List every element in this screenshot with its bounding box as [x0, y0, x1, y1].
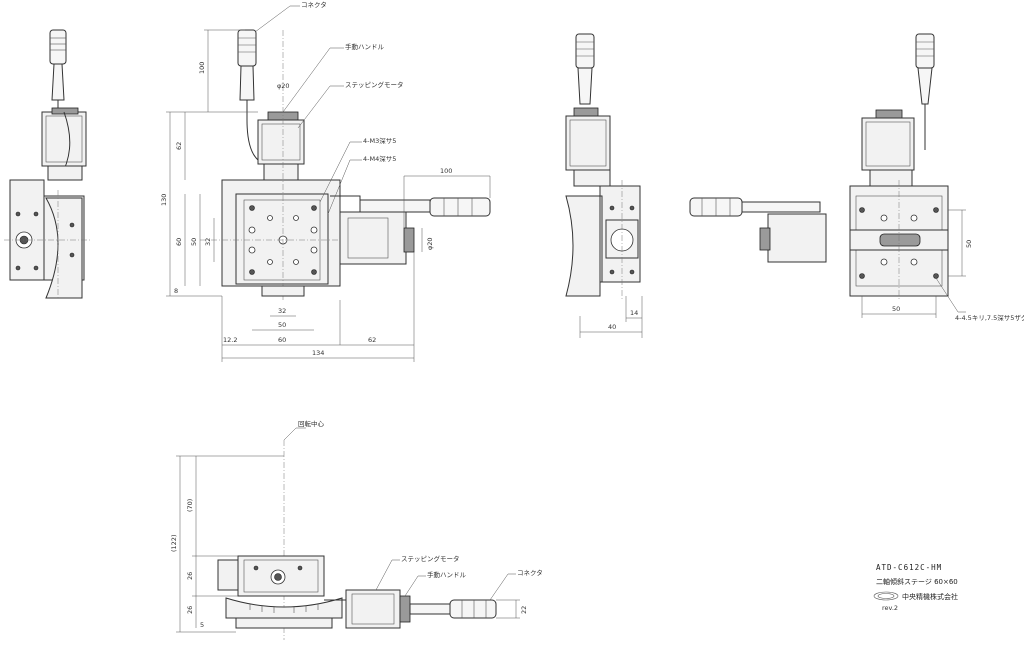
label-manual-handle-bottom: 手動ハンドル: [427, 570, 467, 579]
label-tap-m3: 4-M3深サ5: [363, 136, 396, 145]
dim-40: 40: [608, 323, 616, 331]
rear-view: [689, 33, 966, 318]
label-stepping-motor-front: ステッピングモータ: [345, 80, 404, 89]
dim-8: 8: [174, 287, 178, 295]
dim-134: 134: [312, 349, 324, 357]
label-rotation-center: 回転中心: [298, 419, 325, 428]
label-stepping-motor-bottom: ステッピングモータ: [401, 554, 460, 563]
dim-26-upper: 26: [186, 572, 194, 580]
title-block: ATD-C612C-HM 二軸傾斜ステージ 60×60 中央精機株式会社 rev…: [873, 563, 958, 612]
company-logo-icon: [873, 591, 899, 601]
dim-50-rear-vertical: 50: [965, 240, 973, 248]
dim-62-vertical: 62: [175, 142, 183, 150]
label-manual-handle-front: 手動ハンドル: [345, 42, 385, 51]
right-side-view: [565, 33, 643, 338]
dim-50-vertical: 50: [190, 238, 198, 246]
dim-22: 22: [520, 606, 528, 614]
product-description: 二軸傾斜ステージ 60×60: [876, 577, 958, 586]
label-connector-front: コネクタ: [301, 0, 327, 9]
dim-32-horizontal: 32: [278, 307, 286, 315]
dim-12-2: 12.2: [223, 336, 237, 344]
elevation-view: [176, 427, 520, 640]
dim-60-vertical: 60: [175, 238, 183, 246]
label-tap-m4: 4-M4深サ5: [363, 154, 396, 163]
left-side-view: [4, 29, 90, 300]
dim-50-horizontal: 50: [278, 321, 286, 329]
dim-100-cable: 100: [440, 167, 452, 175]
dim-60-horizontal: 60: [278, 336, 286, 344]
label-counterbore: 4-4.5キリ,7.5深サ5ザグリ: [955, 313, 1024, 322]
dim-phi20-handle: φ20: [426, 237, 434, 250]
label-connector-bottom: コネクタ: [517, 568, 543, 577]
dim-50-rear-horizontal: 50: [892, 305, 900, 313]
dim-5: 5: [200, 621, 204, 629]
dim-100-vertical: 100: [198, 62, 206, 74]
dim-130-vertical: 130: [160, 194, 168, 206]
model-number: ATD-C612C-HM: [876, 563, 942, 572]
dim-14: 14: [630, 309, 638, 317]
dim-70: (70): [186, 499, 194, 512]
dim-32-vertical: 32: [204, 238, 212, 246]
dim-122: (122): [170, 535, 178, 552]
dim-62-horizontal: 62: [368, 336, 376, 344]
revision: rev.2: [882, 604, 898, 612]
dim-phi20-top: φ20: [277, 82, 290, 90]
front-view: [166, 5, 491, 362]
company-name: 中央精機株式会社: [902, 592, 958, 601]
dim-26-lower: 26: [186, 606, 194, 614]
